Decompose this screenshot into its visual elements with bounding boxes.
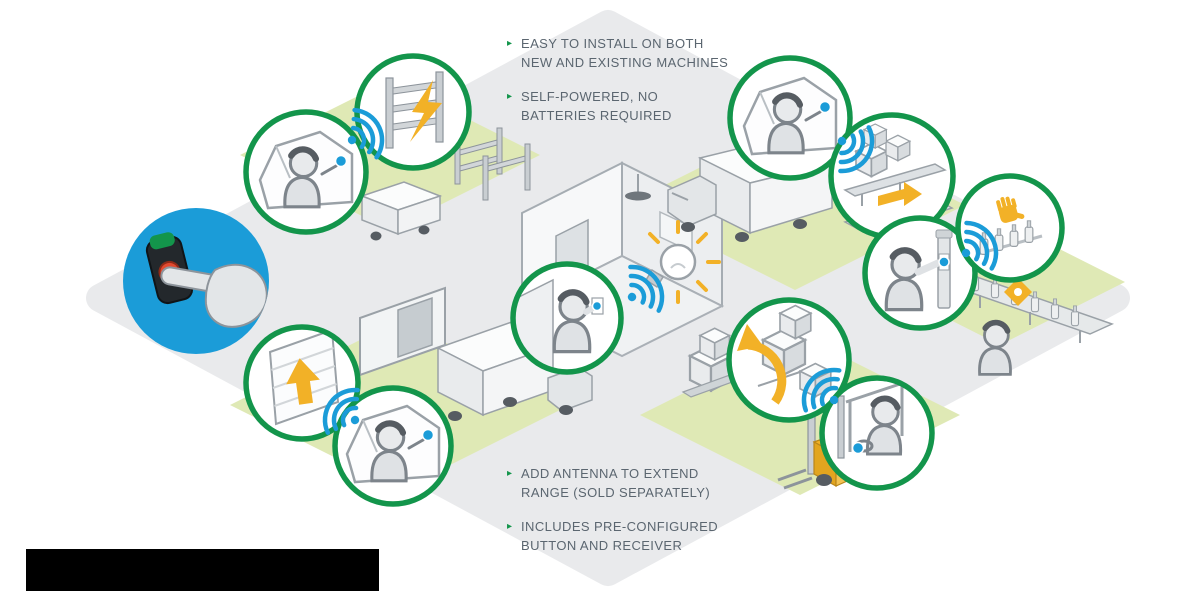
rotate-arrow-icon (737, 324, 787, 405)
vignette-forklift-driver (819, 375, 935, 491)
feature-item: ▸ EASY TO INSTALL ON BOTH NEW AND EXISTI… (507, 34, 742, 72)
vignette-panel-worker (862, 215, 978, 331)
bottling-line (949, 270, 1115, 375)
logo-bar (26, 549, 379, 591)
feature-text: ADD ANTENNA TO EXTEND RANGE (SOLD SEPARA… (521, 466, 711, 500)
feature-item: ▸ ADD ANTENNA TO EXTEND RANGE (SOLD SEPA… (507, 464, 742, 502)
ceiling-fan-icon (625, 191, 651, 201)
hand-sign (1004, 278, 1032, 306)
vignette-dock-driver (332, 385, 454, 507)
feature-list-bottom: ▸ ADD ANTENNA TO EXTEND RANGE (SOLD SEPA… (507, 464, 742, 570)
light-bulb-icon (644, 220, 721, 304)
feature-text: EASY TO INSTALL ON BOTH NEW AND EXISTING… (521, 36, 729, 70)
vignette-dock-door-action (243, 324, 361, 442)
vignette-gate-action (354, 53, 472, 171)
arrow-up-icon (286, 358, 320, 405)
bullet-triangle-icon: ▸ (507, 521, 513, 532)
vignette-truck-driver (727, 55, 853, 181)
vignette-pallet-action (726, 297, 852, 423)
feature-item: ▸ SELF-POWERED, NO BATTERIES REQUIRED (507, 87, 742, 125)
stop-hand-icon (996, 196, 1025, 223)
arrow-right-icon (878, 182, 922, 206)
bullet-triangle-icon: ▸ (507, 38, 513, 49)
lightning-bolt-icon (410, 80, 442, 142)
hero-button-press (123, 208, 269, 354)
feature-item: ▸ INCLUDES PRE-CONFIGURED BUTTON AND REC… (507, 517, 742, 555)
vignette-bottling-action (955, 173, 1065, 283)
vignette-gate-driver (243, 109, 369, 235)
gate-structure (454, 127, 531, 201)
feature-list-top: ▸ EASY TO INSTALL ON BOTH NEW AND EXISTI… (507, 34, 742, 140)
bullet-triangle-icon: ▸ (507, 468, 513, 479)
pointing-finger-icon (160, 263, 268, 328)
dock-building (359, 286, 446, 377)
small-van (359, 181, 443, 241)
feature-text: SELF-POWERED, NO BATTERIES REQUIRED (521, 89, 672, 123)
bullet-triangle-icon: ▸ (507, 91, 513, 102)
feature-text: INCLUDES PRE-CONFIGURED BUTTON AND RECEI… (521, 519, 719, 553)
